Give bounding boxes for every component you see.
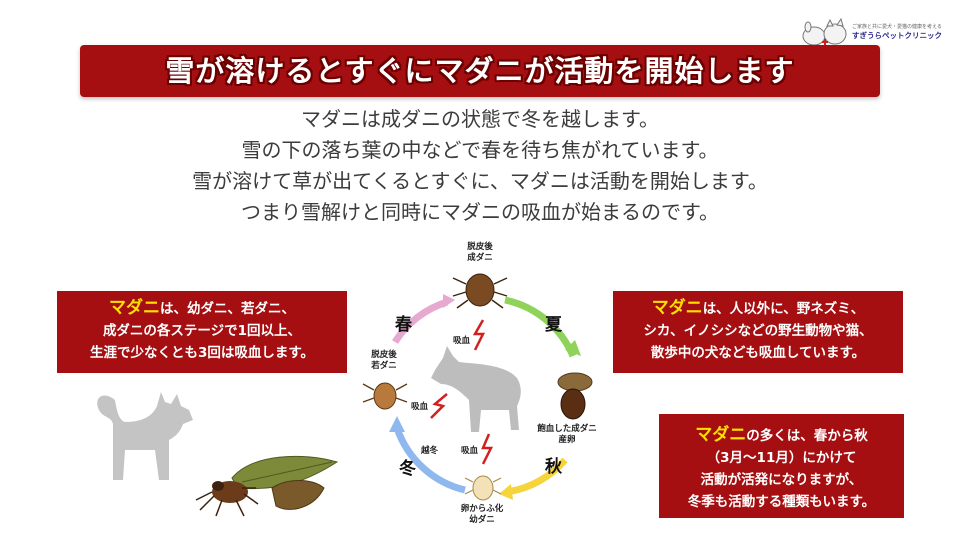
- blood-feeding-label: 吸血: [461, 446, 479, 456]
- box-text: シカ、イノシシなどの野生動物や猫、: [643, 323, 873, 339]
- overwinter-label: 越冬: [421, 446, 439, 456]
- larva-tick-icon: [472, 475, 494, 501]
- title-banner: 雪が溶けるとすぐにマダニが活動を開始します: [80, 45, 880, 97]
- intro-line: 雪の下の落ち葉の中などで春を待ち焦がれています。: [241, 138, 719, 162]
- intro-text: マダニは成ダニの状態で冬を越します。 雪の下の落ち葉の中などで春を待ち焦がれてい…: [80, 104, 880, 228]
- box-text: 散歩中の犬なども吸血しています。: [650, 345, 866, 361]
- box-text: は、幼ダニ、若ダニ、: [160, 301, 295, 317]
- bite-mark-icon: [472, 319, 486, 351]
- tick-life-cycle-diagram: 春 夏 秋 冬 脱皮後成ダニ 脱皮後若ダニ 飽血した成ダニ産卵 卵からふ化幼ダニ…: [355, 238, 605, 538]
- arrow-summer-head: [565, 340, 581, 356]
- logo-clinic-name: すぎうらペットクリニック: [852, 31, 942, 40]
- intro-line: マダニは成ダニの状態で冬を越します。: [301, 107, 659, 131]
- nymph-tick-icon: [373, 382, 397, 410]
- arrow-autumn-head: [499, 484, 513, 500]
- engorged-tick-icon: [560, 388, 586, 420]
- tick-eggs-icon: [557, 372, 593, 392]
- dog-silhouette-icon: [97, 392, 193, 480]
- intro-line: 雪が溶けて草が出てくるとすぐに、マダニは活動を開始します。: [192, 169, 768, 193]
- arrow-summer: [504, 296, 577, 358]
- box-highlight: マダニ: [109, 298, 160, 318]
- stage-adult-label: 脱皮後成ダニ: [467, 242, 493, 263]
- clinic-logo: ご家族と共に愛犬・愛猫の健康を考える すぎうらペットクリニック: [800, 17, 950, 50]
- info-box-season: マダニの多くは、春から秋 （3月〜11月）にかけて 活動が活発になりますが、 冬…: [659, 414, 904, 518]
- arrow-spring-head: [443, 294, 455, 308]
- season-spring: 春: [395, 315, 412, 335]
- box-text: （3月〜11月）にかけて: [706, 450, 857, 466]
- stage-larva-label: 卵からふ化幼ダニ: [460, 504, 504, 525]
- season-autumn: 秋: [545, 457, 562, 477]
- center-dog-icon: [431, 346, 521, 432]
- arrow-winter: [393, 426, 466, 494]
- cycle-arrows: [362, 273, 593, 501]
- info-box-feeding: マダニは、幼ダニ、若ダニ、 成ダニの各ステージで1回以上、 生涯で少なくとも3回…: [57, 291, 347, 373]
- box-text: 生涯で少なくとも3回は吸血します。: [89, 345, 315, 361]
- pet-logo-icon: [802, 17, 847, 46]
- arrow-spring: [392, 298, 449, 344]
- arrow-winter-head: [389, 416, 405, 432]
- bite-mark-icon: [430, 393, 448, 419]
- box-highlight: マダニ: [651, 298, 703, 318]
- box-text: は、人以外に、野ネズミ、: [702, 301, 865, 317]
- leaf-tick-illustration: [195, 455, 339, 517]
- blood-feeding-label: 吸血: [453, 336, 471, 346]
- bite-mark-icon: [481, 433, 494, 465]
- box-text: 冬季も活動する種類もいます。: [687, 494, 876, 510]
- box-text: 活動が活発になりますが、: [700, 472, 863, 488]
- box-highlight: マダニ: [695, 425, 747, 445]
- page-title: 雪が溶けるとすぐにマダニが活動を開始します: [165, 54, 795, 88]
- arrow-autumn: [506, 457, 568, 496]
- adult-tick-icon: [465, 273, 495, 307]
- stage-nymph-label: 脱皮後若ダニ: [371, 350, 397, 371]
- info-box-hosts: マダニは、人以外に、野ネズミ、 シカ、イノシシなどの野生動物や猫、 散歩中の犬な…: [613, 291, 903, 373]
- season-summer: 夏: [545, 315, 562, 335]
- season-winter: 冬: [399, 459, 416, 479]
- intro-line: つまり雪解けと同時にマダニの吸血が始まるのです。: [241, 200, 719, 224]
- blood-feeding-label: 吸血: [411, 402, 429, 412]
- box-text: の多くは、春から秋: [746, 428, 868, 444]
- box-text: 成ダニの各ステージで1回以上、: [102, 323, 302, 339]
- stage-engorged-label: 飽血した成ダニ産卵: [537, 424, 597, 445]
- logo-tagline: ご家族と共に愛犬・愛猫の健康を考える: [852, 24, 942, 30]
